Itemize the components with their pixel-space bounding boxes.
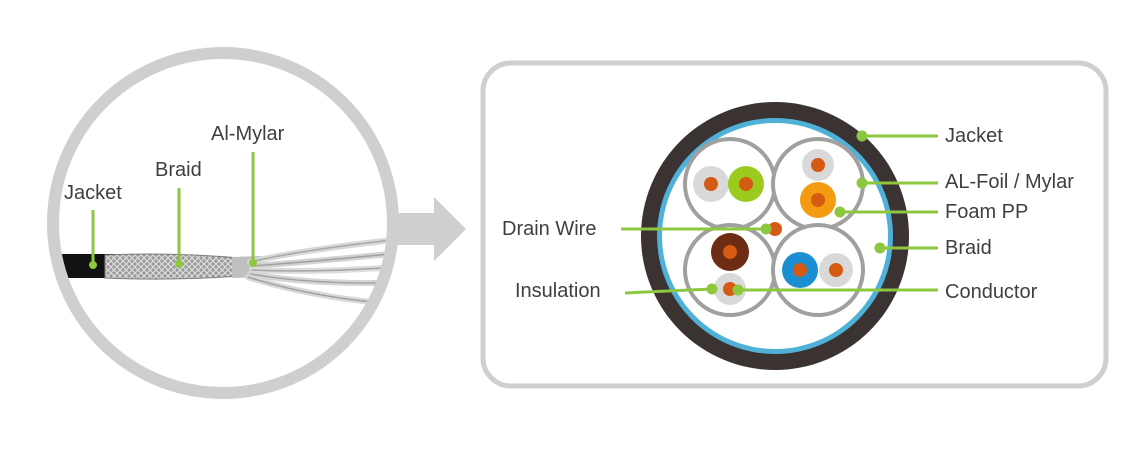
- label-braid-left: Braid: [155, 159, 202, 181]
- label-al-mylar-left: Al-Mylar: [211, 123, 285, 145]
- conductor-dot: [793, 263, 807, 277]
- leader-dot: [89, 261, 97, 269]
- cable-cross-section: [641, 102, 909, 370]
- label-foam-pp: Foam PP: [945, 201, 1029, 223]
- cable-photo: [53, 235, 393, 308]
- label-conductor: Conductor: [945, 281, 1038, 303]
- cross-section-leaders: [621, 130, 938, 296]
- label-drain-wire: Drain Wire: [502, 218, 597, 240]
- leader-dot: [249, 259, 257, 267]
- arrow-icon: [396, 197, 466, 261]
- conductors: [704, 158, 843, 296]
- magnifier-ring: [47, 47, 399, 399]
- conductor-dot: [723, 245, 737, 259]
- cable-jacket-segment: [53, 254, 120, 278]
- label-braid: Braid: [945, 237, 992, 259]
- label-jacket: Jacket: [945, 125, 1003, 147]
- leader-dot: [175, 260, 183, 268]
- conductor-dot: [704, 177, 718, 191]
- label-insulation: Insulation: [515, 280, 601, 302]
- label-al-foil-mylar: AL-Foil / Mylar: [945, 171, 1074, 193]
- label-jacket-left: Jacket: [64, 182, 122, 204]
- conductor-dot: [811, 158, 825, 172]
- conductor-dot: [811, 193, 825, 207]
- drain-wire-dot: [768, 222, 782, 236]
- conductor-dot: [739, 177, 753, 191]
- cable-photo-view: [47, 47, 399, 399]
- conductor-dot: [829, 263, 843, 277]
- cable-braid-segment: [104, 253, 241, 280]
